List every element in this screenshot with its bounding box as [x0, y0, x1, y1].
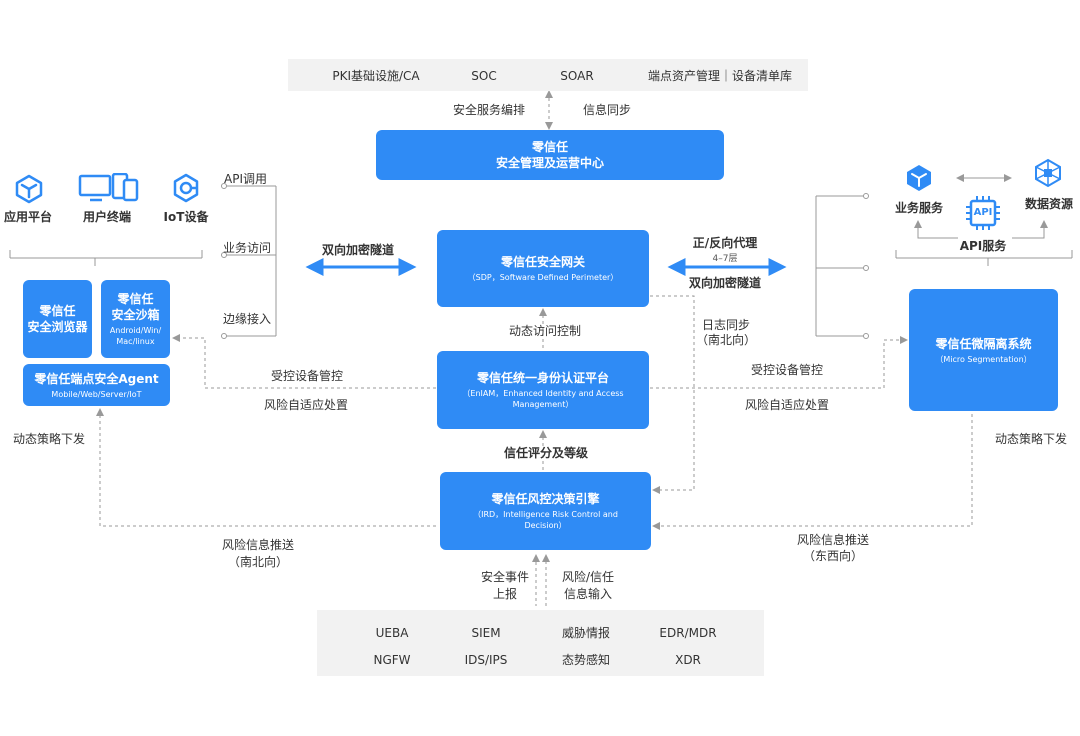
top-item-asset-mgmt: 端点资产管理｜设备清单库: [647, 69, 793, 83]
devices-icon: [78, 173, 139, 202]
label-biz-access: 业务访问: [223, 241, 272, 255]
label-trust-score: 信任评分及等级: [503, 446, 589, 460]
label-tunnel-left: 双向加密隧道: [322, 243, 395, 257]
label-push-left: 风险信息推送: [221, 538, 295, 552]
label-api-service: API服务: [959, 239, 1007, 253]
iot-device-icon: [173, 173, 199, 203]
label-log-sync-dir: （南北向）: [695, 333, 757, 347]
label-info-sync: 信息同步: [583, 103, 632, 117]
label-risk-right: 风险自适应处置: [745, 398, 830, 412]
label-push-right-dir: （东西向）: [802, 549, 864, 563]
source-ngfw: NGFW: [373, 653, 411, 667]
top-item-soar: SOAR: [560, 69, 594, 83]
endpoint-agent-title: 零信任端点安全Agent: [34, 371, 159, 386]
zt-iam-box: 零信任统一身份认证平台 （EnIAM，Enhanced Identity and…: [437, 351, 649, 429]
source-ids-ips: IDS/IPS: [464, 653, 508, 667]
label-ctrl-left: 受控设备管控: [271, 369, 344, 383]
data-resource-icon: [1035, 158, 1061, 188]
zt-gateway-box: 零信任安全网关 （SDP，Software Defined Perimeter）: [437, 230, 649, 307]
label-push-left-dir: （南北向）: [227, 555, 289, 569]
secure-sandbox-title: 零信任 安全沙箱: [111, 292, 160, 322]
zt-iam-subtitle: （EnIAM，Enhanced Identity and Access Mana…: [462, 389, 624, 409]
label-event-report: 安全事件 上报: [481, 570, 530, 601]
micro-seg-title: 零信任微隔离系统: [935, 336, 1032, 351]
label-business-service: 业务服务: [894, 201, 944, 215]
zt-iam-title: 零信任统一身份认证平台: [476, 371, 609, 385]
label-user-terminal: 用户终端: [82, 210, 132, 224]
label-layers: 4–7层: [712, 254, 738, 264]
source-edr-mdr: EDR/MDR: [659, 626, 717, 640]
secure-browser-title: 零信任 安全浏览器: [27, 304, 88, 334]
zt-risk-engine-box: 零信任风控决策引擎 （IRD，Intelligence Risk Control…: [440, 472, 651, 550]
source-situation-awareness: 态势感知: [561, 653, 611, 667]
secure-sandbox-box: 零信任 安全沙箱 Android/Win/ Mac/linux: [101, 280, 170, 358]
ops-center-box: 零信任 安全管理及运营中心: [376, 130, 724, 180]
label-edge-access: 边缘接入: [223, 312, 272, 326]
label-policy-right: 动态策略下发: [995, 432, 1068, 446]
label-svc-orch: 安全服务编排: [453, 103, 526, 117]
secure-sandbox-platforms: Android/Win/ Mac/linux: [109, 326, 162, 346]
label-api-call: API调用: [224, 172, 267, 186]
secure-browser-box: 零信任 安全浏览器: [23, 280, 92, 358]
label-dyn-access: 动态访问控制: [508, 324, 582, 338]
label-policy-left: 动态策略下发: [13, 432, 86, 446]
label-risk-left: 风险自适应处置: [264, 398, 349, 412]
label-iot-device: IoT设备: [163, 210, 209, 224]
top-item-pki: PKI基础设施/CA: [332, 69, 420, 83]
endpoint-agent-box: 零信任端点安全Agent Mobile/Web/Server/IoT: [23, 364, 170, 406]
source-ueba: UEBA: [375, 626, 409, 640]
ops-center-subtitle: 安全管理及运营中心: [495, 156, 604, 170]
label-proxy: 正/反向代理: [692, 236, 758, 250]
label-log-sync: 日志同步: [701, 318, 751, 332]
micro-seg-subtitle: （Micro Segmentation）: [935, 354, 1032, 364]
label-app-platform: 应用平台: [3, 210, 53, 224]
label-data-resource: 数据资源: [1024, 197, 1074, 211]
api-chip-icon: API: [966, 196, 1000, 230]
source-threat-intel: 威胁情报: [561, 626, 611, 640]
top-item-soc: SOC: [471, 69, 497, 83]
zt-gateway-title: 零信任安全网关: [500, 255, 585, 269]
zt-risk-engine-title: 零信任风控决策引擎: [491, 492, 600, 506]
label-risk-input: 风险/信任 信息输入: [562, 570, 615, 601]
label-ctrl-right: 受控设备管控: [751, 363, 824, 377]
micro-seg-box: 零信任微隔离系统 （Micro Segmentation）: [909, 289, 1058, 411]
label-tunnel-right: 双向加密隧道: [688, 276, 762, 290]
source-xdr: XDR: [675, 653, 701, 667]
api-chip-label: API: [973, 207, 993, 218]
zt-gateway-subtitle: （SDP，Software Defined Perimeter）: [467, 273, 619, 282]
cube-icon: [15, 174, 43, 204]
source-siem: SIEM: [471, 626, 501, 640]
ops-center-title: 零信任: [531, 140, 568, 154]
endpoint-agent-platforms: Mobile/Web/Server/IoT: [51, 389, 142, 399]
label-push-right: 风险信息推送: [796, 533, 870, 547]
business-service-icon: [907, 165, 931, 191]
zt-risk-engine-subtitle: （IRD，Intelligence Risk Control and Decis…: [473, 510, 618, 530]
bottom-sources-panel: [317, 610, 764, 676]
top-systems-bar: [288, 59, 808, 91]
